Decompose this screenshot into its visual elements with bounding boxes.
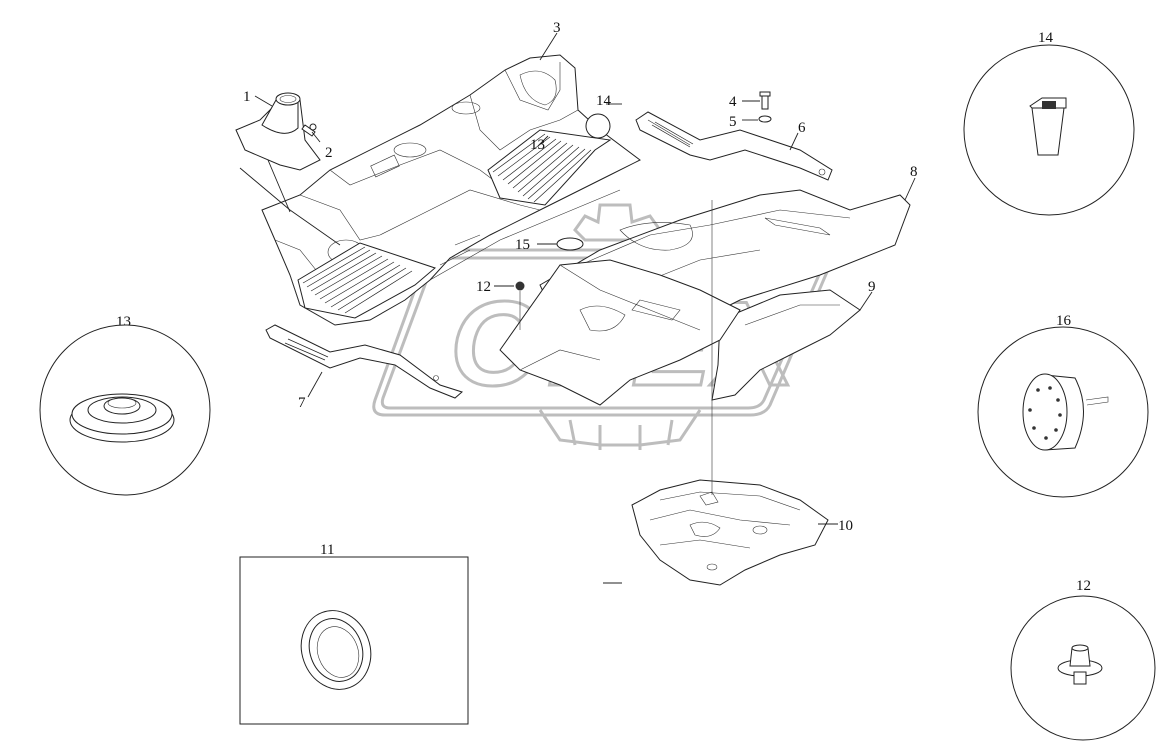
callout-4: 4 bbox=[729, 94, 737, 110]
detail-11-grommet bbox=[300, 610, 372, 690]
part-2-bolt bbox=[301, 123, 317, 137]
detail-16-plug bbox=[1022, 373, 1109, 451]
part-15-plug bbox=[556, 237, 584, 251]
rear-seat-pan bbox=[499, 259, 741, 406]
detail-12: 12 bbox=[1010, 578, 1156, 741]
part-5-washer bbox=[758, 115, 772, 123]
detail-16: 16 bbox=[977, 313, 1149, 498]
callout-2: 2 bbox=[325, 145, 333, 161]
detail-13-grommet bbox=[69, 393, 175, 443]
detail-11: 11 bbox=[239, 542, 469, 725]
callout-12: 12 bbox=[476, 279, 491, 295]
callout-9: 9 bbox=[868, 279, 876, 295]
callout-13: 13 bbox=[530, 137, 545, 153]
part-12-clip bbox=[515, 281, 525, 330]
detail-11-label: 11 bbox=[320, 542, 334, 558]
detail-16-label: 16 bbox=[1056, 313, 1072, 329]
detail-14-label: 14 bbox=[1038, 30, 1054, 46]
detail-13: 13 bbox=[39, 314, 211, 496]
detail-14-clip bbox=[1029, 97, 1067, 156]
callout-1: 1 bbox=[243, 89, 251, 105]
part-9-side-rail bbox=[711, 289, 861, 401]
part-10-heat-shield bbox=[631, 479, 829, 586]
part-4-screw bbox=[759, 91, 771, 110]
callout-5: 5 bbox=[729, 114, 737, 130]
callout-3: 3 bbox=[553, 20, 561, 36]
part-14-grommet bbox=[585, 113, 611, 139]
leader-lines bbox=[239, 32, 916, 584]
part-7-sill-bracket bbox=[265, 324, 464, 399]
callout-14: 14 bbox=[596, 93, 612, 109]
detail-12-clip bbox=[1057, 644, 1103, 685]
detail-12-label: 12 bbox=[1076, 578, 1091, 594]
callout-7: 7 bbox=[298, 395, 306, 411]
callout-6: 6 bbox=[798, 120, 806, 136]
detail-14: 14 bbox=[963, 30, 1135, 216]
callout-10: 10 bbox=[838, 518, 853, 534]
part-1-shift-boot bbox=[235, 92, 321, 171]
rear-floor-mat bbox=[297, 242, 436, 319]
callout-8: 8 bbox=[910, 164, 918, 180]
callout-15: 15 bbox=[515, 237, 530, 253]
part-6-bracket bbox=[635, 111, 833, 181]
front-floor-mat bbox=[487, 129, 612, 206]
